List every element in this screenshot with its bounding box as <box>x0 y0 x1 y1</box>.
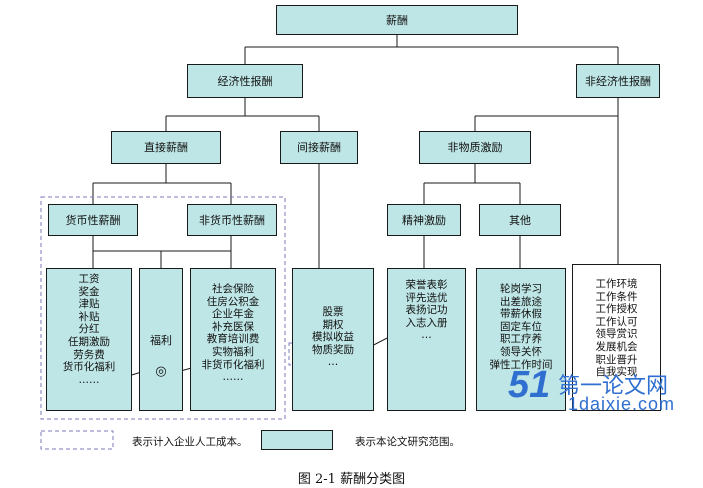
indirect-item: 物质奖励 <box>312 343 354 356</box>
node-economic: 经济性报酬 <box>187 64 303 98</box>
non-monetary-item: 教育培训费 <box>206 333 260 346</box>
non-monetary-item: 实物福利 <box>212 345 254 358</box>
non-monetary-item: 补充医保 <box>212 320 254 333</box>
legend-dashed-swatch <box>40 430 114 450</box>
labor-cost-group-outline <box>40 196 286 420</box>
leaf-non-monetary-items: 社会保险 住房公积金 企业年金 补充医保 教育培训费 实物福利 非货币化福利 …… <box>190 268 276 411</box>
other-item: 轮岗学习 <box>500 283 542 295</box>
non-economic-item: 发展机会 <box>595 340 638 353</box>
non-economic-item: 职业晋升 <box>595 353 638 366</box>
welfare-symbol-icon: ◎ <box>155 364 167 379</box>
other-item: 固定车位 <box>500 320 542 333</box>
monetary-item: …… <box>78 373 100 386</box>
other-item: 出差旅途 <box>500 295 542 308</box>
leaf-welfare: 福利 ◎ <box>139 268 183 411</box>
spiritual-item: … <box>421 329 432 342</box>
welfare-label: 福利 <box>150 334 172 347</box>
leaf-non-economic-items: 工作环境 工作条件 工作授权 工作认可 领导赏识 发展机会 职业晋升 自我实现 <box>572 264 661 411</box>
non-monetary-item: 企业年金 <box>212 308 254 321</box>
monetary-item: 津贴 <box>78 298 100 311</box>
spiritual-item: 表扬记功 <box>405 304 448 317</box>
indirect-item: 模拟收益 <box>312 331 354 344</box>
leaf-monetary-items: 工资 奖金 津贴 补贴 分红 任期激励 劳务费 货币化福利 …… <box>46 268 132 411</box>
leaf-other-items: 轮岗学习 出差旅途 带薪休假 固定车位 职工疗养 领导关怀 弹性工作时间 <box>476 268 566 411</box>
monetary-item: 分红 <box>78 323 100 336</box>
watermark-url: 1daixie.com <box>568 394 676 414</box>
node-non-material: 非物质激励 <box>419 131 531 164</box>
spiritual-item: 评先选优 <box>405 291 448 304</box>
node-spiritual: 精神激励 <box>387 204 461 236</box>
non-monetary-item: 非货币化福利 <box>201 358 265 371</box>
non-monetary-item: …… <box>222 371 244 384</box>
monetary-item: 补贴 <box>78 310 100 323</box>
legend-dashed-text: 表示计入企业人工成本。 <box>132 436 248 448</box>
non-economic-item: 工作认可 <box>595 315 638 328</box>
non-economic-item: 工作授权 <box>595 303 638 316</box>
other-item: 带薪休假 <box>500 308 542 321</box>
other-item: 弹性工作时间 <box>489 358 553 371</box>
other-item: 领导关怀 <box>500 345 542 358</box>
indirect-item: … <box>327 356 339 369</box>
spiritual-item: 荣誉表彰 <box>405 279 448 291</box>
non-monetary-item: 住房公积金 <box>206 295 260 308</box>
indirect-item: 期权 <box>322 318 344 331</box>
node-non-economic: 非经济性报酬 <box>576 64 660 98</box>
leaf-spiritual-items: 荣誉表彰 评先选优 表扬记功 入志入册 … <box>387 268 466 411</box>
monetary-item: 劳务费 <box>73 348 105 361</box>
node-root: 薪酬 <box>276 5 518 35</box>
other-item: 职工疗养 <box>500 333 542 346</box>
figure-caption: 图 2-1 薪酬分类图 <box>297 472 406 487</box>
non-economic-item: 工作条件 <box>595 290 638 303</box>
monetary-item: 工资 <box>78 273 100 285</box>
monetary-item: 任期激励 <box>68 335 110 348</box>
non-economic-item: 工作环境 <box>595 278 638 290</box>
node-indirect: 间接薪酬 <box>280 131 358 164</box>
non-economic-item: 领导赏识 <box>595 328 638 341</box>
leaf-indirect-items: 股票 期权 模拟收益 物质奖励 … <box>292 268 374 411</box>
watermark-logo-icon: 51 <box>508 364 551 406</box>
non-economic-item: 自我实现 <box>595 366 638 379</box>
node-direct: 直接薪酬 <box>111 131 221 164</box>
watermark-cn: 第一论文网 <box>558 373 669 398</box>
non-monetary-item: 社会保险 <box>212 283 254 295</box>
indirect-item: 股票 <box>322 306 344 318</box>
legend-solid-text: 表示本论文研究范围。 <box>355 436 460 448</box>
legend-solid-swatch <box>261 430 333 450</box>
spiritual-item: 入志入册 <box>405 316 448 329</box>
monetary-item: 货币化福利 <box>62 361 116 374</box>
monetary-item: 奖金 <box>78 285 100 298</box>
node-non-monetary: 非货币性薪酬 <box>187 204 277 236</box>
node-other: 其他 <box>479 204 561 236</box>
node-monetary: 货币性薪酬 <box>48 204 138 236</box>
